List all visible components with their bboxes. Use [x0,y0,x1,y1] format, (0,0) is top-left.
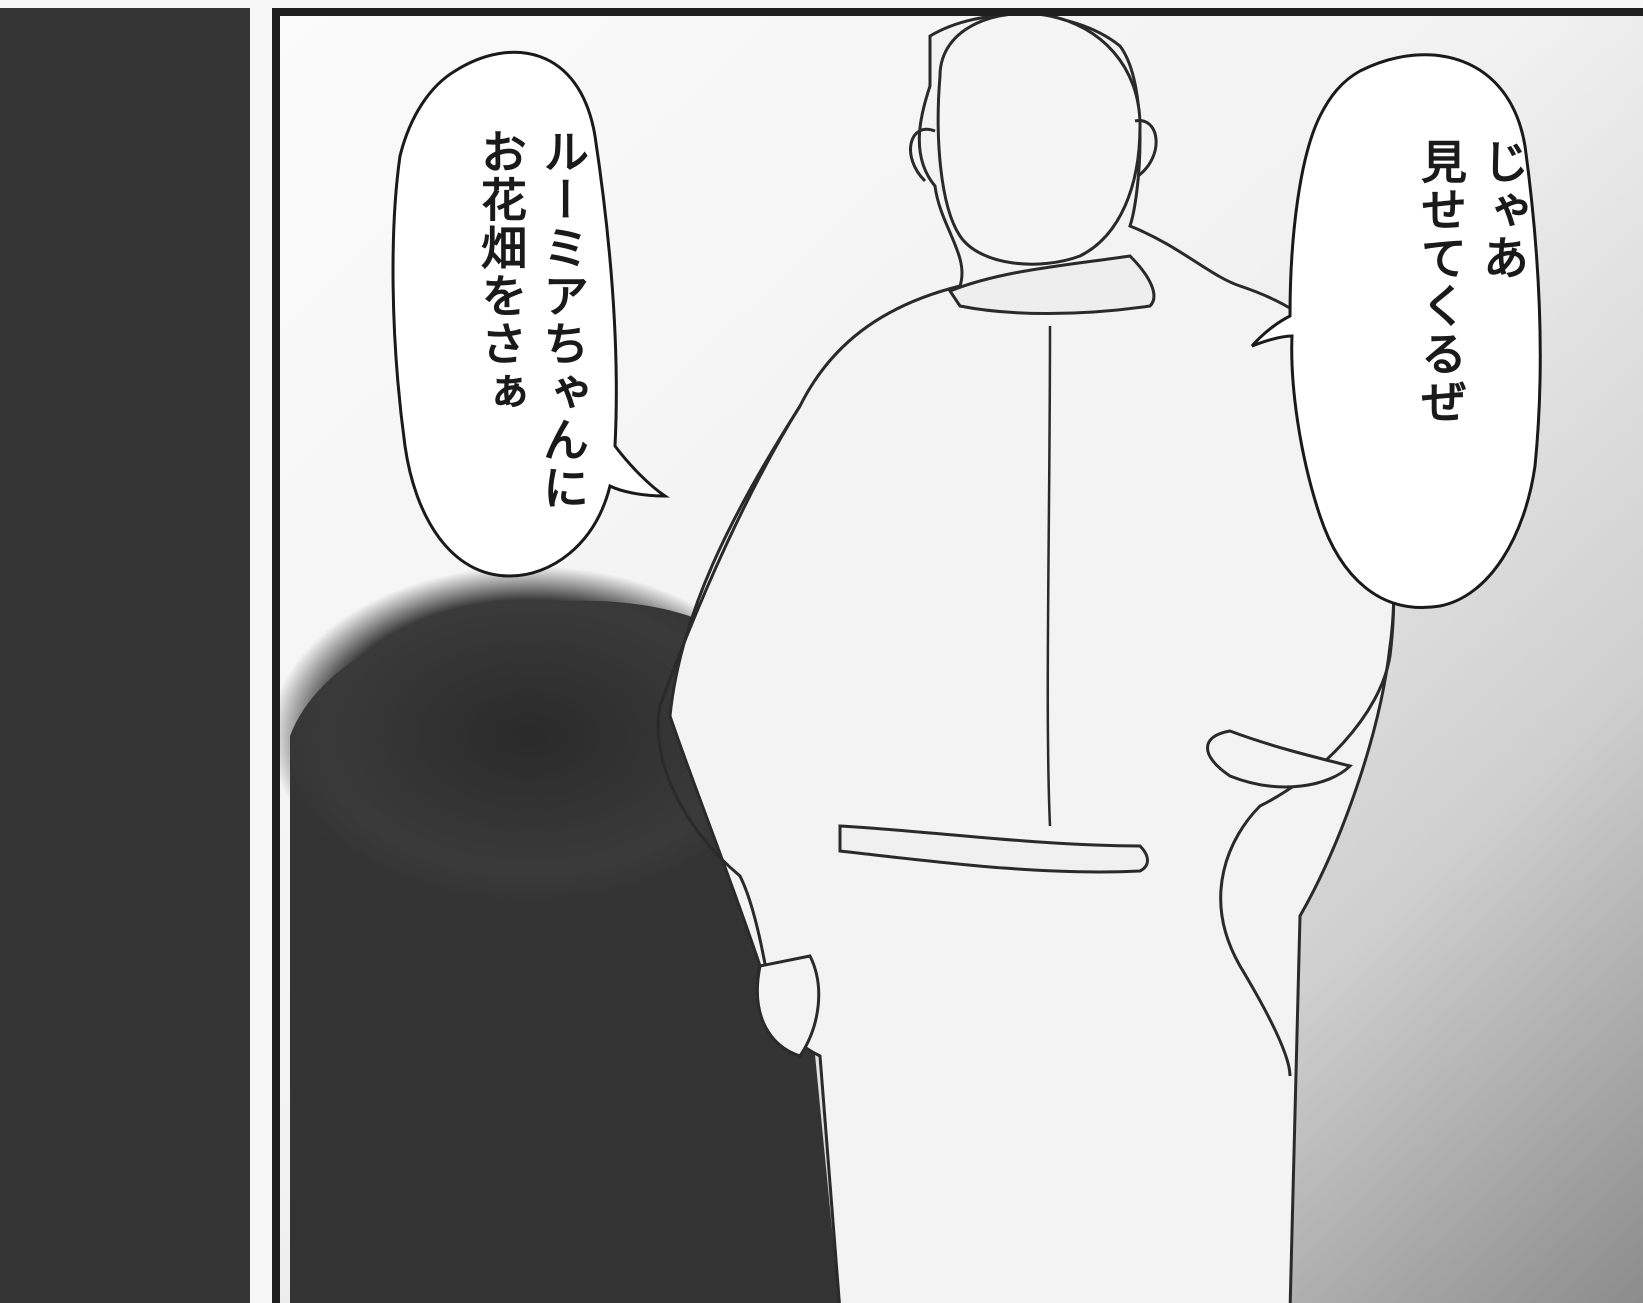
speech-line: じゃあ [1476,138,1530,282]
main-panel: ルーミアちゃんに お花畑をさぁ じゃあ 見せてくるぜ [272,8,1643,1303]
speech-bubble-right [1250,53,1542,609]
shadow-blob [280,566,790,906]
panel-artwork [280,16,1643,1303]
speech-text-left: ルーミアちゃんに お花畑をさぁ [470,128,594,512]
speech-text-right: じゃあ 見せてくるぜ [1410,138,1534,426]
speech-line: ルーミアちゃんに [536,128,590,512]
figure-hand-right [1206,729,1353,789]
speech-line: 見せてくるぜ [1414,138,1468,426]
figure-body [668,16,1396,1303]
speech-bubble-left [391,50,670,578]
figure-belt [838,824,1149,874]
back-seam [1046,325,1052,827]
left-panel [0,8,250,1303]
figure-ear-left [909,127,936,183]
figure-head [936,16,1142,266]
figure-hand-left [755,954,821,1058]
speech-line: お花畑をさぁ [474,128,528,416]
figure-ear-right [1134,119,1158,178]
figure-arm-left [656,405,802,1047]
figure-collar [947,254,1156,315]
